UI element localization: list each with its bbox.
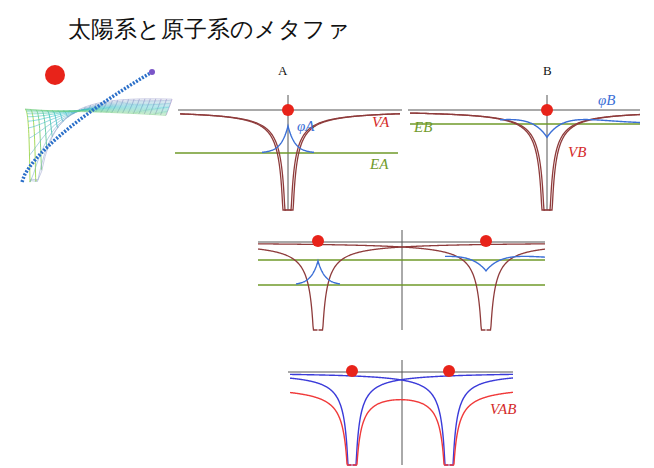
- potential-label: VA: [372, 115, 389, 130]
- potential-curve: [180, 114, 289, 210]
- panel-label: B: [543, 64, 552, 77]
- wavefunction: [445, 256, 545, 270]
- axis: [288, 372, 513, 373]
- wavefunction-label: φA: [297, 119, 314, 134]
- funnel-mesh: [25, 109, 166, 115]
- sun-ball: [45, 65, 65, 85]
- potential-curve: [290, 114, 401, 210]
- potential-curve: [258, 249, 318, 330]
- potential-curve: [353, 374, 514, 465]
- wavefunction-label: φB: [598, 93, 615, 108]
- axis: [408, 110, 640, 111]
- nucleus-dot: [346, 365, 358, 377]
- potential-curve: [319, 244, 546, 330]
- wavefunction: [500, 120, 640, 138]
- potential-label: VB: [568, 145, 586, 160]
- potential-curve: [288, 114, 401, 210]
- energy-level: [258, 284, 545, 285]
- potential-curve: [487, 249, 546, 330]
- panel-label: A: [278, 64, 287, 77]
- axis: [402, 360, 403, 465]
- potential-curve: [410, 113, 548, 210]
- axis: [402, 230, 403, 330]
- nucleus-dot: [312, 235, 324, 247]
- energy-label: EA: [370, 157, 388, 172]
- title: 太陽系と原子系のメタファ: [68, 14, 350, 45]
- potential-curve: [547, 114, 641, 210]
- potential-label: VAB: [490, 402, 516, 417]
- nucleus-dot: [541, 104, 553, 116]
- energy-level: [175, 152, 398, 153]
- energy-level: [410, 123, 640, 124]
- orbit-path: [22, 74, 149, 182]
- nucleus-dot: [282, 104, 294, 116]
- potential-curve: [290, 378, 352, 465]
- potential-curve: [180, 114, 287, 210]
- planet-dot: [149, 69, 155, 75]
- nucleus-dot: [480, 235, 492, 247]
- nucleus-dot: [443, 365, 455, 377]
- energy-label: EB: [414, 120, 432, 135]
- potential-curve: [290, 374, 449, 465]
- potential-curve: [549, 115, 641, 210]
- potential-curve: [450, 378, 514, 465]
- wavefunction: [296, 261, 340, 284]
- funnel-mesh: [29, 106, 170, 128]
- combined-potential: [353, 400, 449, 465]
- combined-potential: [290, 393, 352, 465]
